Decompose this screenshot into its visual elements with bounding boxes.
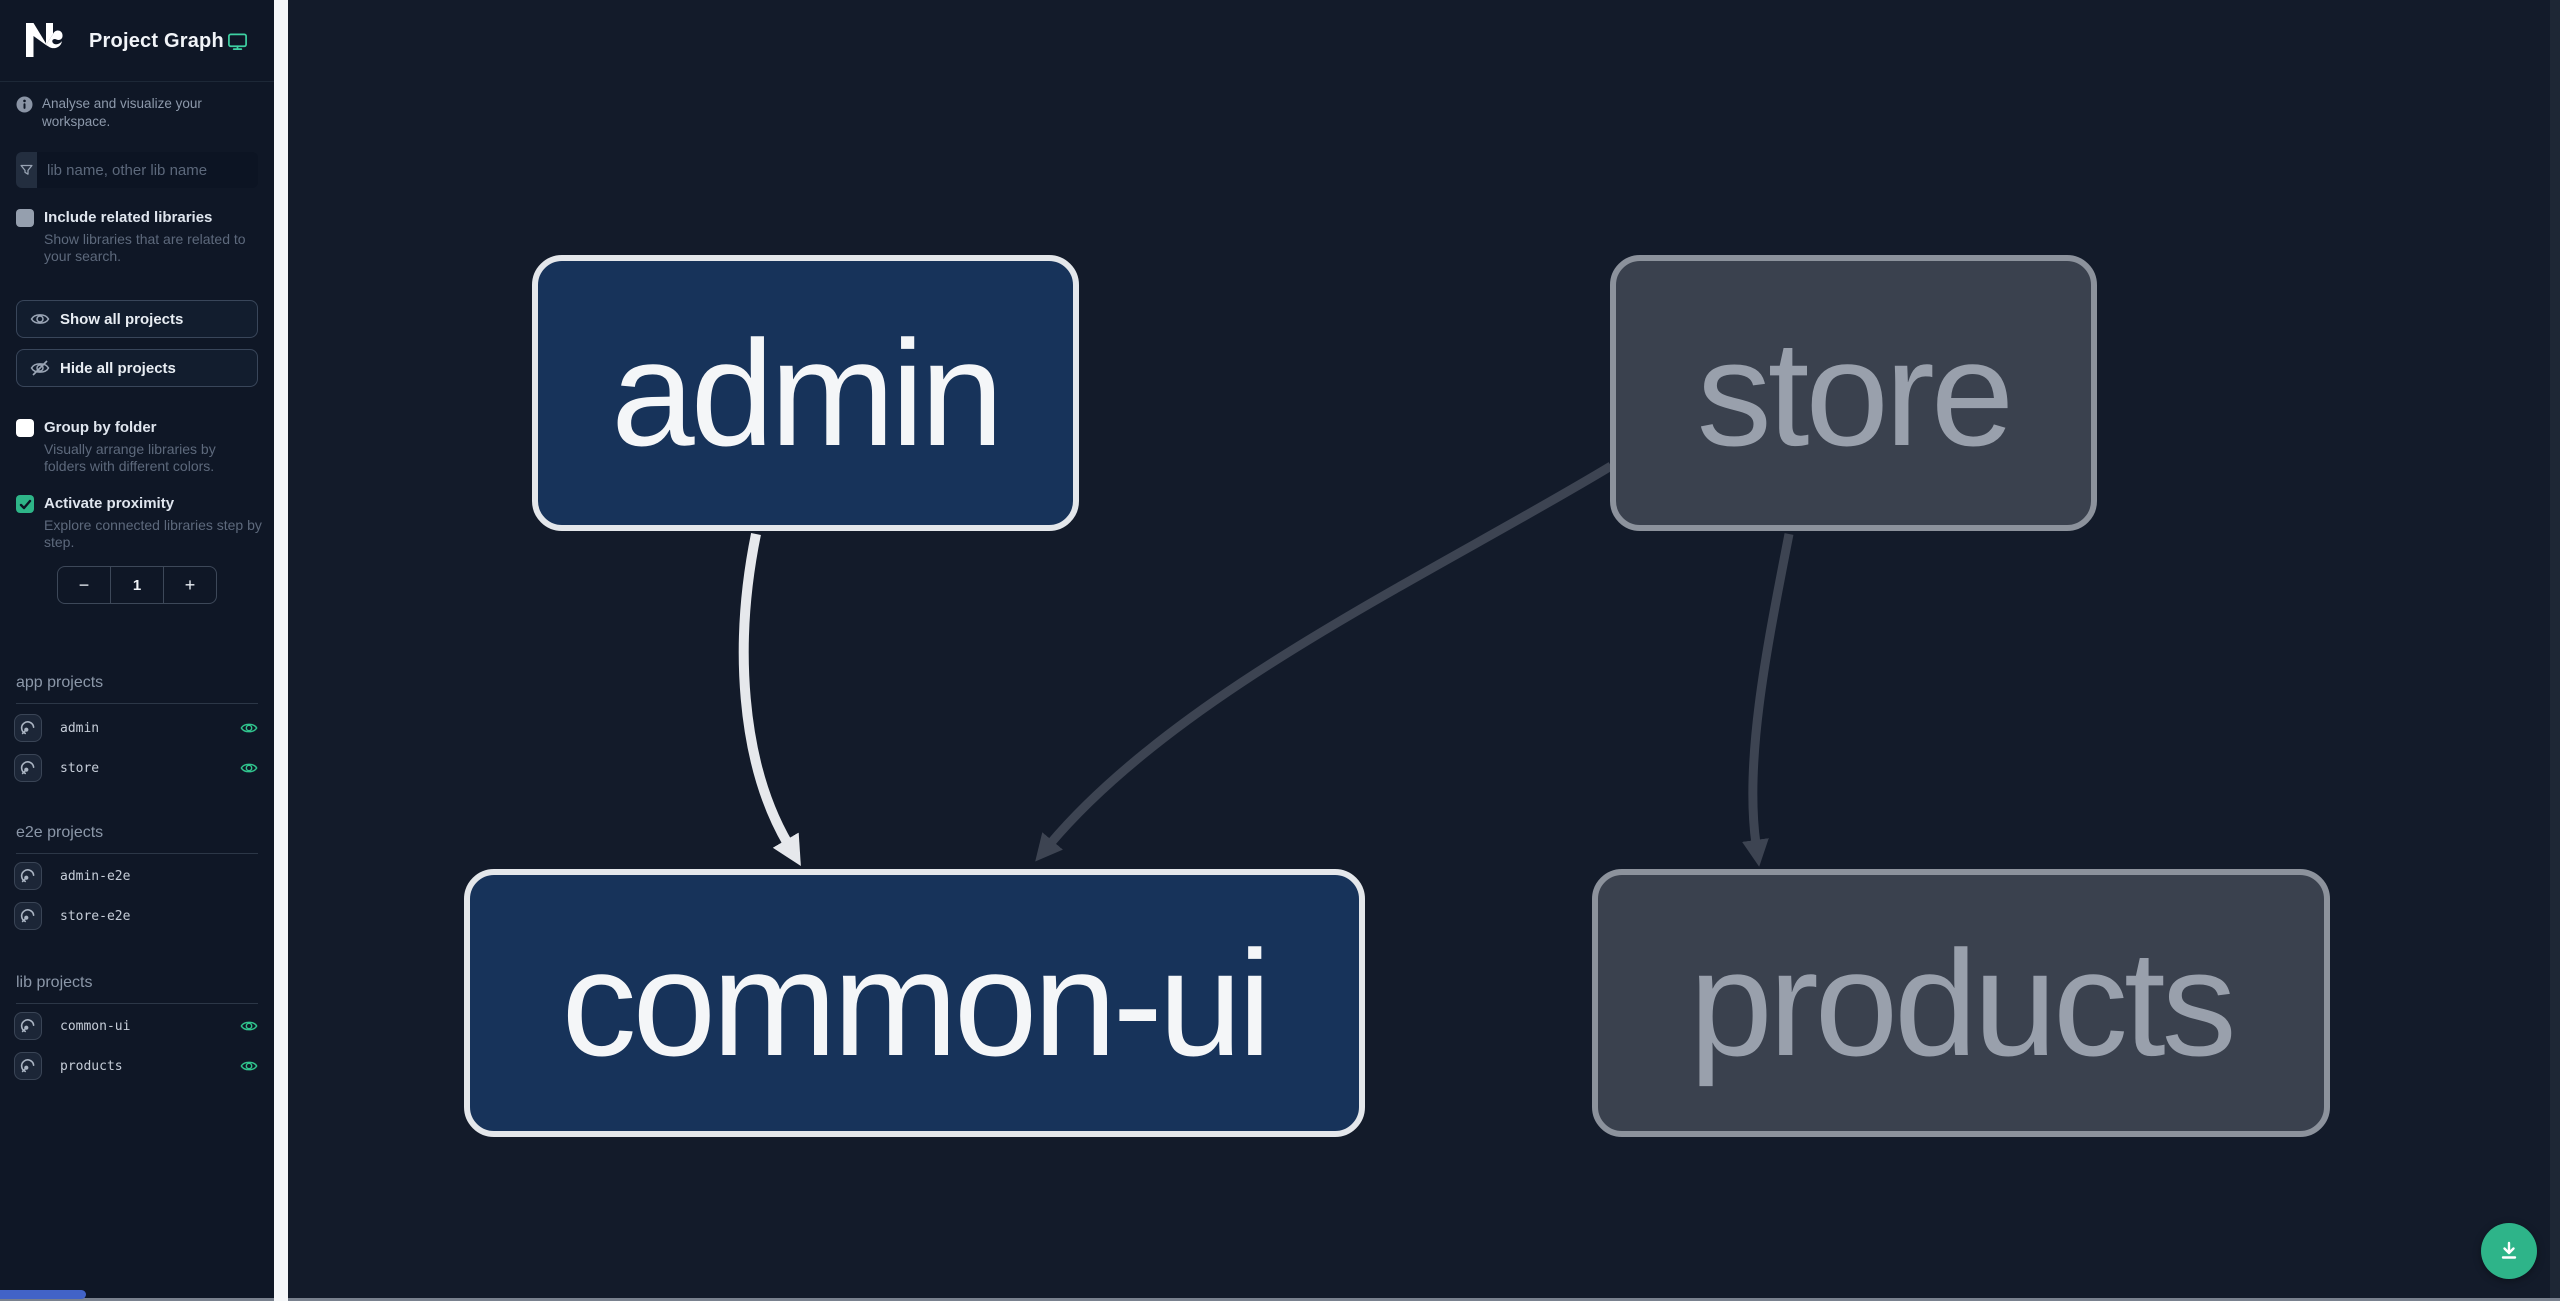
graph-node-common-ui[interactable]: common-ui [464, 869, 1365, 1137]
show-all-projects-label: Show all projects [60, 310, 184, 328]
focus-icon [20, 869, 35, 883]
focus-icon [20, 909, 35, 923]
project-visible-eye-icon[interactable] [240, 719, 258, 737]
project-row-store: store [14, 754, 258, 782]
vertical-scrollbar-track[interactable] [2550, 0, 2560, 1298]
project-row-admin: admin [14, 714, 258, 742]
include-related-description: Show libraries that are related to your … [44, 231, 246, 264]
sidebar-resize-handle[interactable] [274, 0, 288, 1301]
activate-proximity-label: Activate proximity [44, 495, 175, 512]
include-related-setting: Include related libraries Show libraries… [16, 208, 246, 265]
project-name[interactable]: admin [60, 721, 100, 736]
group-by-folder-label: Group by folder [44, 419, 157, 436]
graph-node-admin[interactable]: admin [532, 255, 1079, 531]
group-by-folder-description: Visually arrange libraries by folders wi… [44, 441, 216, 474]
focus-icon [20, 721, 35, 735]
filter-icon-cell [16, 152, 37, 188]
edge-store-to-common-ui [1035, 462, 1614, 862]
include-related-checkbox[interactable] [16, 209, 34, 227]
horizontal-scrollbar-thumb[interactable] [0, 1290, 86, 1299]
project-name[interactable]: common-ui [60, 1019, 131, 1034]
focus-icon [20, 761, 35, 775]
info-icon [16, 96, 33, 113]
project-row-products: products [14, 1052, 258, 1080]
graph-node-label: common-ui [561, 918, 1272, 1087]
show-all-projects-button[interactable]: Show all projects [16, 300, 258, 338]
graph-node-label: admin [611, 308, 1004, 477]
focus-icon [20, 1059, 35, 1073]
edge-store-to-products [1742, 533, 1794, 867]
group-by-folder-checkbox[interactable] [16, 419, 34, 437]
group-by-folder-setting: Group by folder Visually arrange librari… [16, 418, 242, 475]
activate-proximity-setting: Activate proximity Explore connected lib… [16, 494, 262, 551]
workspace-tagline: Analyse and visualize your workspace. [16, 95, 260, 131]
project-row-store-e2e: store-e2e [14, 902, 258, 930]
graph-node-store[interactable]: store [1610, 255, 2097, 531]
hide-all-projects-label: Hide all projects [60, 359, 176, 377]
project-name[interactable]: products [60, 1059, 123, 1074]
eye-off-icon [30, 360, 50, 376]
include-related-label: Include related libraries [44, 209, 213, 226]
search-box [16, 152, 258, 188]
eye-icon [30, 314, 50, 324]
focus-project-button[interactable] [14, 1052, 42, 1080]
download-image-button[interactable] [2481, 1223, 2537, 1279]
project-name[interactable]: admin-e2e [60, 869, 131, 884]
proximity-depth-value: 1 [132, 576, 142, 594]
app-title: Project Graph [89, 30, 224, 52]
stepper-divider [163, 567, 164, 603]
tagline-text: Analyse and visualize your workspace. [42, 96, 202, 129]
search-input[interactable] [37, 152, 258, 188]
section-header-e2e-projects: e2e projects [16, 824, 258, 854]
focus-project-button[interactable] [14, 1012, 42, 1040]
hide-all-projects-button[interactable]: Hide all projects [16, 349, 258, 387]
focus-project-button[interactable] [14, 902, 42, 930]
checkmark-icon [19, 499, 31, 509]
app-header: Project Graph [0, 0, 274, 82]
project-visible-eye-icon[interactable] [240, 1017, 258, 1035]
section-header-app-projects: app projects [16, 674, 258, 704]
project-name[interactable]: store [60, 761, 100, 776]
project-row-admin-e2e: admin-e2e [14, 862, 258, 890]
focus-project-button[interactable] [14, 862, 42, 890]
section-header-lib-projects: lib projects [16, 974, 258, 1004]
sidebar: Project Graph Analyse and visualize your… [0, 0, 274, 1298]
focus-icon [20, 1019, 35, 1033]
activate-proximity-checkbox[interactable] [16, 495, 34, 513]
graph-node-products[interactable]: products [1592, 869, 2330, 1137]
nx-logo [26, 23, 63, 57]
filter-funnel-icon [20, 164, 33, 175]
graph-node-label: store [1696, 308, 2014, 477]
edge-admin-to-common-ui [738, 533, 801, 867]
focus-project-button[interactable] [14, 754, 42, 782]
graph-node-label: products [1689, 918, 2236, 1087]
decrement-button[interactable]: − [78, 574, 90, 595]
download-icon [2501, 1241, 2517, 1259]
project-row-common-ui: common-ui [14, 1012, 258, 1040]
project-visible-eye-icon[interactable] [240, 1057, 258, 1075]
proximity-depth-stepper: − 1 + [57, 566, 217, 604]
focus-project-button[interactable] [14, 714, 42, 742]
window-bottom-edge [0, 1298, 2560, 1301]
activate-proximity-description: Explore connected libraries step by step… [44, 517, 262, 550]
monitor-icon[interactable] [227, 31, 248, 52]
stepper-divider [110, 567, 111, 603]
project-visible-eye-icon[interactable] [240, 759, 258, 777]
project-name[interactable]: store-e2e [60, 909, 131, 924]
increment-button[interactable]: + [184, 574, 196, 595]
